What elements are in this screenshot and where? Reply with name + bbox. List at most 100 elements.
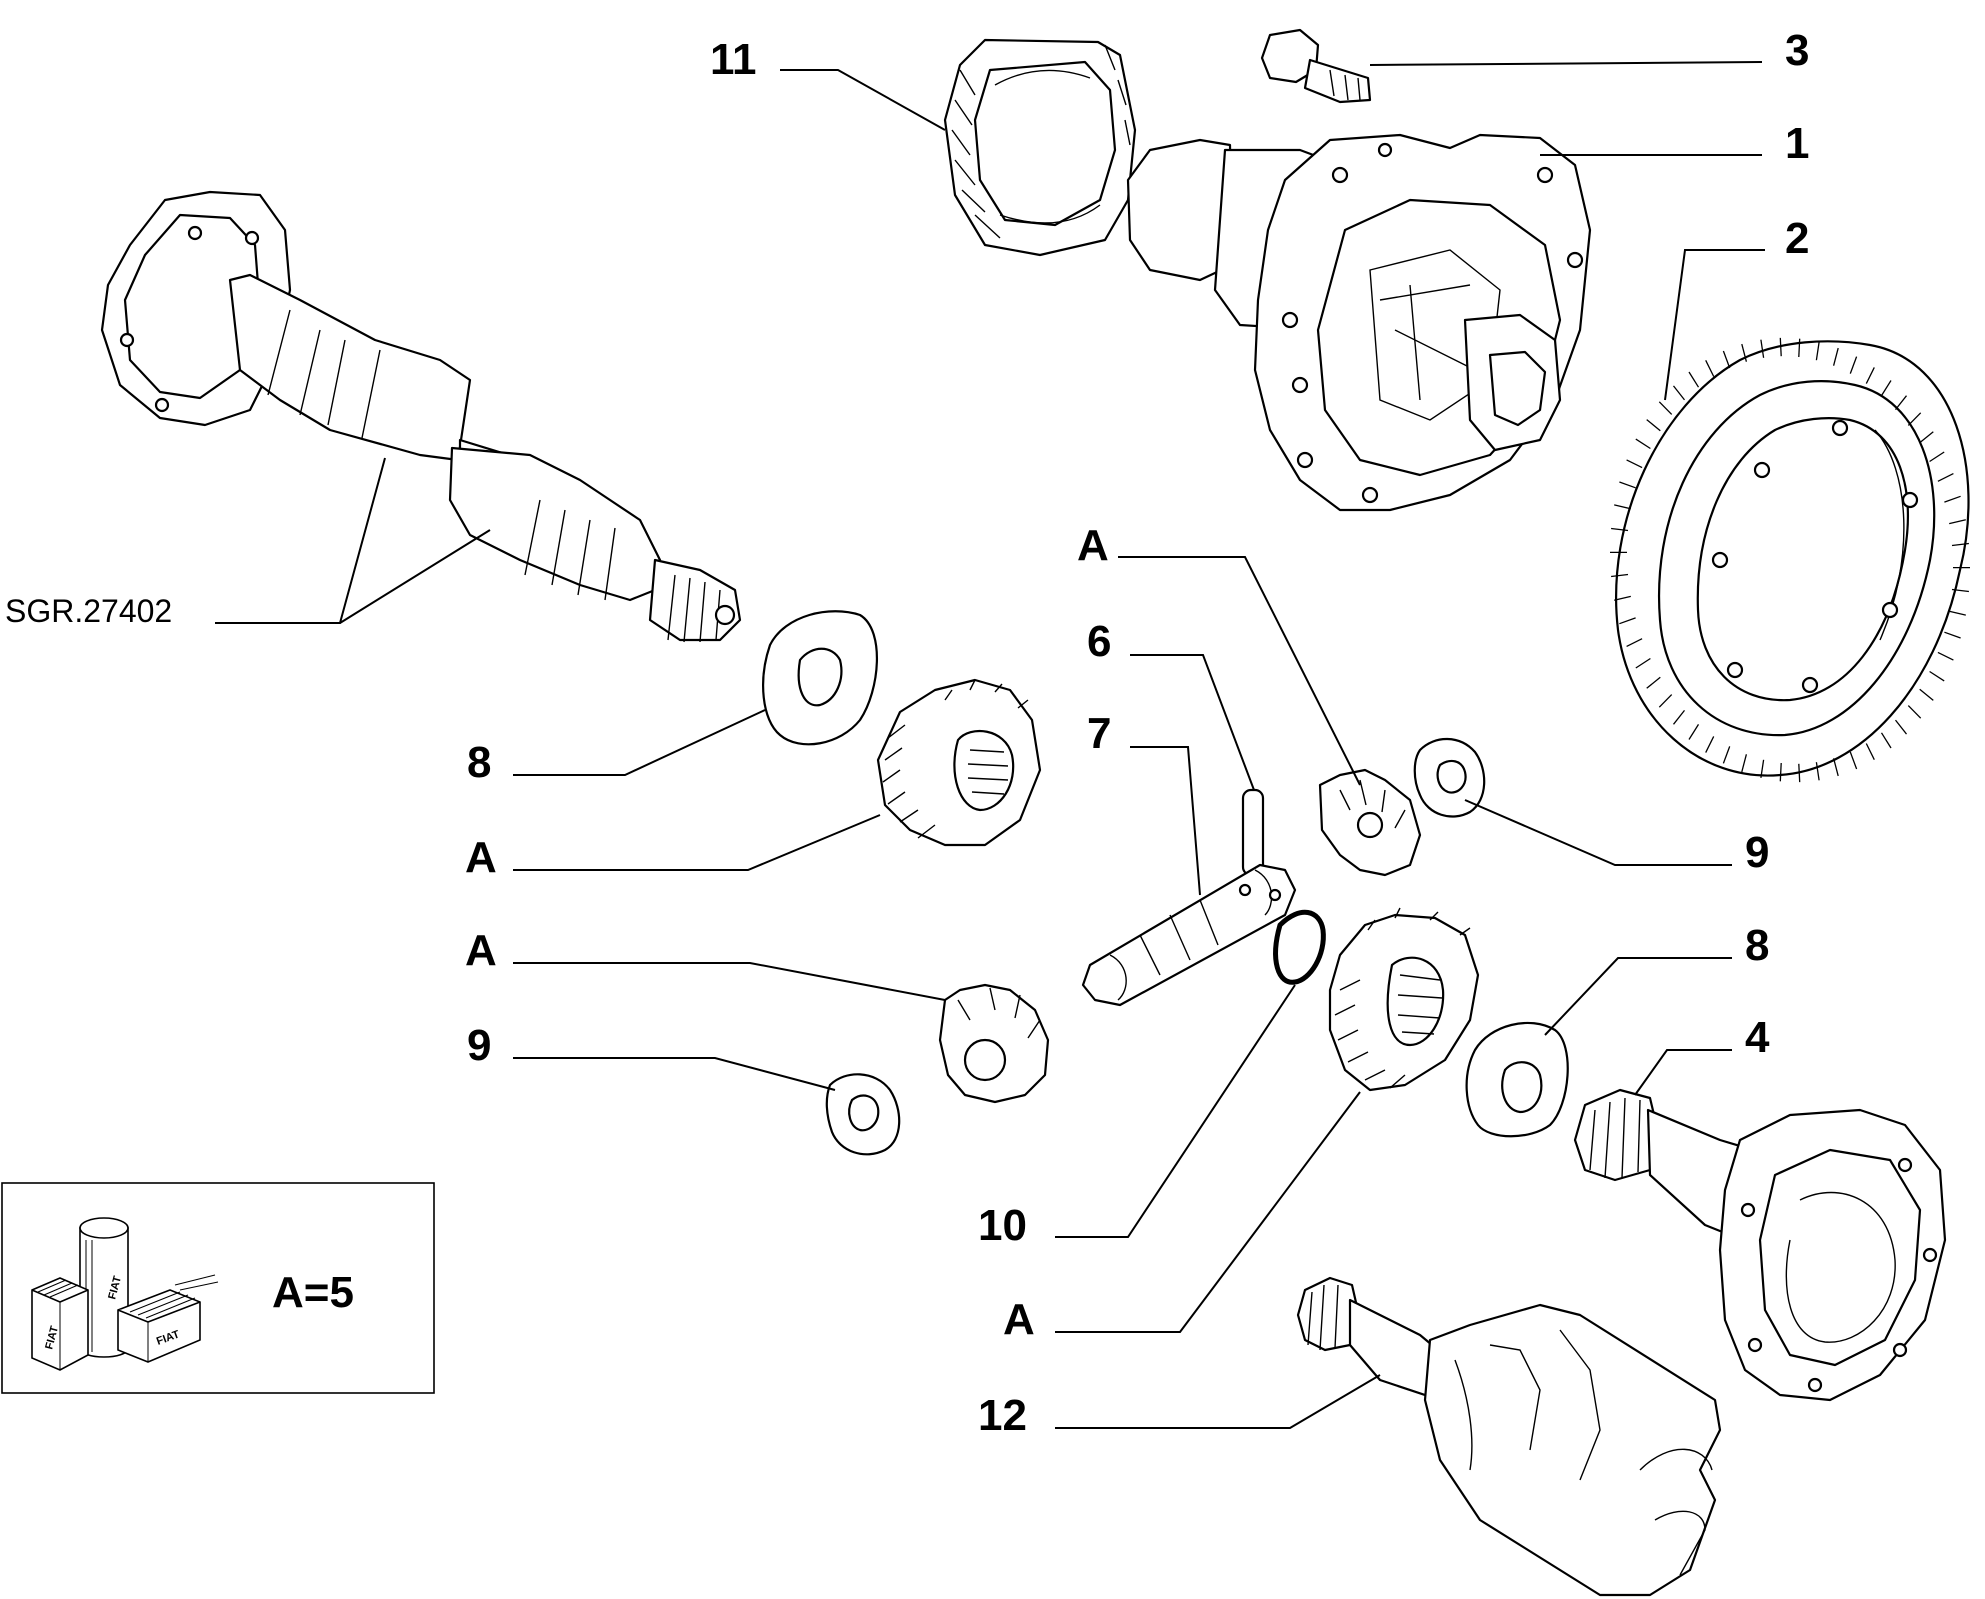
ring-gear-tooth [1919,431,1934,444]
leader-9b [1464,799,1732,866]
leader-8a [513,709,766,776]
ring-gear-tooth [1944,631,1961,639]
ring-gear-tooth [1614,504,1631,510]
ring-gear-tooth [1722,350,1731,369]
ring-gear-tooth [1635,438,1651,450]
brand-mark-2: FIAT [106,1275,124,1301]
callout-12: 12 [978,1391,1027,1440]
ring-gear-tooth [1658,694,1673,708]
ring-gear-tooth [1705,736,1715,753]
part-12-tripod-housing [1296,1276,1722,1597]
part-11-bevel-gear [943,38,1137,257]
callout-4: 4 [1745,1013,1770,1062]
reference-code: SGR.27402 [5,593,172,629]
leader-4 [1634,1049,1732,1096]
ring-gear-tooth [1658,401,1673,415]
callout-1: 1 [1785,119,1809,168]
ring-gear-tooth [1907,705,1922,719]
ring-gear-tooth [1646,676,1661,689]
leader-9a [513,1057,836,1091]
ring-gear-tooth [1688,371,1700,388]
leader-lines [215,61,1765,1429]
callout-a-3: A [465,926,497,975]
ring-gear-tooth [1741,343,1748,362]
part-9-washer-right [1413,737,1486,818]
ring-gear-tooth [1929,670,1945,682]
ring-gear-tooth [1849,356,1858,374]
legend-box: FIAT FIAT FIAT A=5 [1,1182,435,1394]
ring-gear-tooth [1760,339,1765,358]
ring-gear-tooth [1626,459,1643,469]
part-a-side-gear-upper [876,678,1042,847]
ring-gear-tooth [1949,610,1966,616]
leader-sgr [215,457,491,624]
ring-gear-tooth [1949,519,1966,525]
leader-6 [1130,654,1255,791]
part-7-pinion-shaft [1081,863,1297,1007]
ring-gear-tooth [1798,763,1801,783]
part-4-output-flange [1573,1088,1947,1402]
ring-gear-tooth [1951,588,1969,593]
ring-gear-tooth [1815,762,1820,781]
leader-11 [780,69,946,131]
ring-gear-tooth [1614,595,1631,601]
ring-gear-tooth [1760,759,1765,778]
ring-gear-tooth [1815,342,1820,361]
callout-a-4: A [1003,1295,1035,1344]
leader-a1 [1118,556,1361,786]
callout-7: 7 [1087,709,1111,758]
ring-gear-tooth [1832,347,1839,366]
part-a-pinion-lower [938,983,1050,1104]
ring-gear-tooth [1672,709,1686,725]
ring-gear-tooth [1646,419,1661,432]
callout-9-right: 9 [1745,828,1769,877]
callout-3: 3 [1785,26,1809,75]
ring-gear-tooth [1880,380,1892,396]
ring-gear-tooth [1919,688,1934,701]
ring-gear-tooth [1937,473,1954,482]
ring-gear-tooth [1705,360,1715,377]
ring-gear-tooth [1894,395,1908,411]
ring-gear-tooth [1849,751,1858,770]
leader-a4 [1055,1091,1361,1333]
part-9-washer-left [825,1073,901,1156]
ring-gear-tooth [1619,617,1636,625]
callout-8-left: 8 [467,738,491,787]
ring-gear-tooth [1672,385,1686,401]
ring-gear-tooth [1832,758,1839,777]
callout-a-2: A [465,833,497,882]
part-6-roll-pin [1241,788,1265,877]
part-1-differential-housing [1126,133,1592,512]
ring-gear-tooth [1865,743,1875,760]
ring-gear-tooth [1907,412,1922,426]
ring-gear-tooth [1894,719,1908,735]
ring-gear-tooth [1951,542,1969,547]
part-a-pinion-upper [1318,768,1422,877]
ring-gear-tooth [1741,754,1748,773]
ring-gear-tooth [1929,451,1945,463]
ring-gear-tooth [1944,495,1961,503]
ring-gear-tooth [1688,724,1700,740]
ring-gear-tooth [1937,651,1954,661]
part-10-snap-ring [1273,909,1326,985]
callout-labels: 11 3 1 2 A 6 7 8 A A 9 9 8 4 10 A 12 SGR… [5,26,1809,1440]
ring-gear-tooth [1626,638,1643,647]
callout-10: 10 [978,1201,1027,1250]
ring-gear-tooth [1635,657,1651,669]
part-2-ring-gear [1610,337,1970,783]
ring-gear-tooth [1779,337,1782,357]
callout-6: 6 [1087,617,1111,666]
ring-gear-tooth [1611,573,1629,578]
leader-2 [1664,249,1765,401]
leader-a2 [513,814,881,871]
leader-10 [1055,984,1296,1238]
leader-3 [1369,61,1763,66]
leader-8b [1544,957,1732,1036]
ring-gear-tooth [1880,732,1892,749]
legend-quantity: A=5 [272,1268,354,1317]
callout-a-1: A [1077,521,1109,570]
axle-shaft-sgr-27402 [100,190,742,643]
ring-gear-tooth [1722,746,1731,764]
leader-12 [1055,1374,1381,1429]
